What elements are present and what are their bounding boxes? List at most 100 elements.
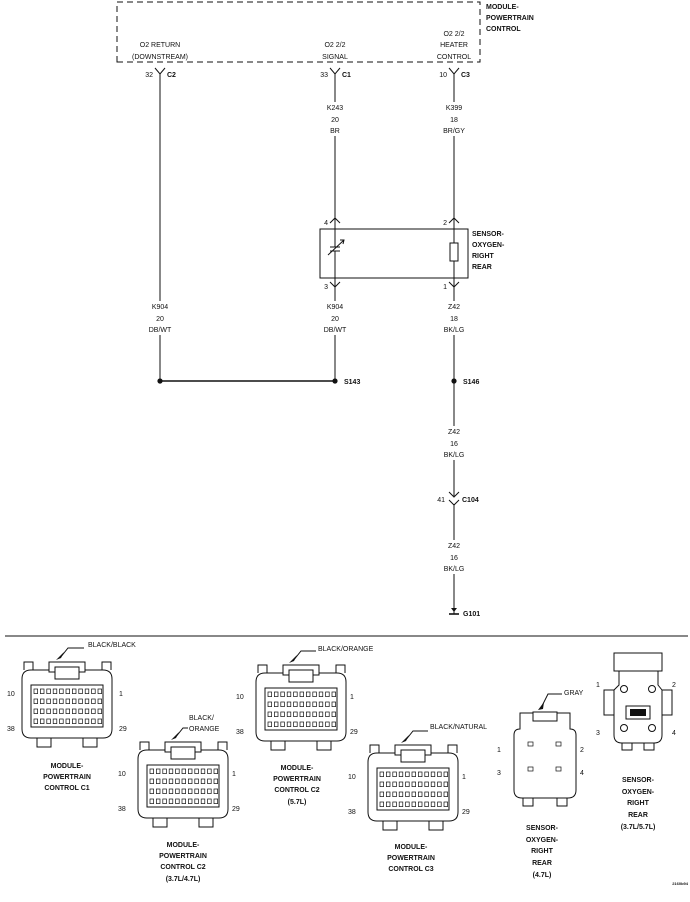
pin-cavity: [65, 698, 70, 704]
ground-g101: G101: [449, 605, 480, 618]
svg-text:20: 20: [331, 117, 339, 124]
pin-cavity: [267, 701, 272, 707]
svg-text:10: 10: [7, 691, 15, 698]
pin-cavity: [437, 781, 442, 787]
pin-cavity: [72, 688, 77, 694]
svg-text:BK/LG: BK/LG: [444, 452, 465, 459]
pin-cavity: [331, 691, 336, 697]
pin-cavity: [424, 801, 429, 807]
pin-cavity: [299, 691, 304, 697]
wire-label-k904-left: K904 20 DB/WT: [146, 301, 174, 335]
pin-cavity: [168, 798, 174, 804]
pin-cavity: [325, 691, 330, 697]
svg-text:MODULE-: MODULE-: [395, 844, 428, 851]
svg-text:38: 38: [236, 729, 244, 736]
pin-cavity: [194, 798, 199, 804]
svg-text:1: 1: [497, 747, 501, 754]
svg-text:38: 38: [348, 809, 356, 816]
svg-text:(3.7L/5.7L): (3.7L/5.7L): [621, 824, 656, 831]
connector-c2-37-color-1: BLACK/: [189, 715, 214, 722]
svg-text:10: 10: [118, 771, 126, 778]
pin-cavity: [293, 711, 298, 717]
connector-c2-57-name: MODULE- POWERTRAIN CONTROL C2 (5.7L): [273, 765, 321, 806]
pin-cavity: [405, 781, 410, 787]
svg-text:10: 10: [439, 72, 447, 79]
pin-cavity: [149, 798, 154, 804]
pin-cavity: [318, 711, 324, 717]
svg-text:MODULE-: MODULE-: [51, 763, 84, 770]
pin-cavity: [411, 801, 416, 807]
pin-cavity: [175, 798, 180, 804]
svg-text:BR: BR: [330, 128, 340, 135]
svg-text:K904: K904: [152, 304, 168, 311]
svg-text:CONTROL C2: CONTROL C2: [274, 787, 319, 794]
pin-cavity: [156, 788, 161, 794]
svg-text:CONTROL C2: CONTROL C2: [160, 864, 205, 871]
svg-text:G101: G101: [463, 611, 480, 618]
pin-cavity: [430, 781, 436, 787]
svg-text:16: 16: [450, 555, 458, 562]
pin-cavity: [437, 771, 442, 777]
svg-text:29: 29: [462, 809, 470, 816]
pcm-c1-pin-grid: [33, 688, 102, 724]
pin-cavity: [200, 778, 206, 784]
svg-text:16: 16: [450, 441, 458, 448]
pin-cavity: [207, 768, 212, 774]
svg-text:3: 3: [324, 284, 328, 291]
pin-cavity: [181, 778, 186, 784]
pin-cavity: [162, 798, 167, 804]
inline-connector-c104: 41 C104: [437, 491, 479, 506]
svg-text:18: 18: [450, 316, 458, 323]
pin-cavity: [33, 688, 38, 694]
pin-cavity: [293, 691, 298, 697]
pin-cavity: [386, 791, 391, 797]
pin-cavity: [443, 781, 448, 787]
svg-text:(3.7L/4.7L): (3.7L/4.7L): [166, 876, 201, 883]
pin-cavity: [40, 708, 45, 714]
pin-cavity: [168, 788, 174, 794]
svg-text:BK/LG: BK/LG: [444, 327, 465, 334]
svg-text:DB/WT: DB/WT: [324, 327, 347, 334]
pin-cavity: [46, 718, 51, 724]
pin-cavity: [430, 801, 436, 807]
pin-cavity: [84, 688, 90, 694]
svg-text:RIGHT: RIGHT: [472, 253, 495, 260]
svg-text:Z42: Z42: [448, 429, 460, 436]
svg-text:(4.7L): (4.7L): [533, 872, 552, 879]
pin-cavity: [437, 801, 442, 807]
svg-text:BR/GY: BR/GY: [443, 128, 465, 135]
pin-cavity: [386, 771, 391, 777]
pin-cavity: [78, 708, 83, 714]
connector-sensor-47-name: SENSOR- OXYGEN- RIGHT REAR (4.7L): [526, 825, 559, 879]
pin-cavity: [424, 771, 429, 777]
pin-cavity: [59, 708, 64, 714]
svg-text:CONTROL C3: CONTROL C3: [388, 866, 433, 873]
svg-text:POWERTRAIN: POWERTRAIN: [387, 855, 435, 862]
pin-cavity: [91, 698, 96, 704]
svg-text:MODULE-: MODULE-: [167, 842, 200, 849]
connector-c1-name: MODULE- POWERTRAIN CONTROL C1: [43, 763, 91, 792]
svg-text:(DOWNSTREAM): (DOWNSTREAM): [132, 54, 188, 61]
pin-cavity: [443, 801, 448, 807]
pin-cavity: [299, 701, 304, 707]
pin-c2: 32 C2: [145, 67, 176, 80]
sensor-pin-4: 4: [324, 217, 341, 229]
svg-text:REAR: REAR: [532, 860, 552, 867]
svg-text:1: 1: [443, 284, 447, 291]
pin-cavity: [392, 791, 397, 797]
svg-text:2: 2: [580, 747, 584, 754]
pin-cavity: [91, 708, 96, 714]
pin-cavity: [379, 781, 384, 787]
connector-sensor-47-color: GRAY: [564, 690, 584, 697]
pin-cavity: [97, 688, 102, 694]
pin-cavity: [398, 791, 404, 797]
svg-text:10: 10: [236, 694, 244, 701]
pin-c1: 33 C1: [320, 67, 351, 80]
svg-text:4: 4: [580, 770, 584, 777]
connector-c3-color: BLACK/NATURAL: [430, 724, 487, 731]
pin-cavity: [306, 721, 311, 727]
pin-cavity: [411, 781, 416, 787]
svg-text:(5.7L): (5.7L): [288, 799, 307, 806]
pin-cavity: [405, 791, 410, 797]
